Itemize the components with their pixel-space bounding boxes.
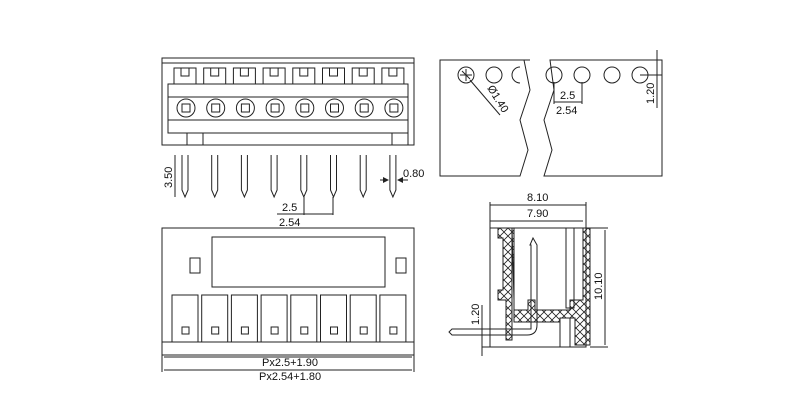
screw-hole — [384, 98, 404, 118]
screw-icon — [211, 103, 221, 113]
screw-hole — [265, 98, 285, 118]
pcb-hole — [511, 66, 521, 84]
front-view: 3.50 0.80 2.5 2.54 — [161, 57, 424, 229]
slot-contact — [359, 326, 368, 335]
slot-contact — [389, 326, 398, 335]
slot-contact — [181, 326, 190, 335]
slot — [201, 294, 229, 342]
screw-icon — [181, 103, 191, 113]
pcb-hole — [457, 66, 475, 84]
pcb-pitch-a-label: 2.5 — [560, 90, 575, 102]
screw-icon — [300, 103, 310, 113]
height-label: 10.10 — [593, 272, 605, 300]
screw-hole — [354, 98, 374, 118]
side-view: 8.10 7.90 10.10 1.20 — [448, 192, 608, 356]
slot — [320, 294, 347, 342]
screw-hole — [295, 98, 315, 118]
slot — [171, 294, 199, 342]
pin — [359, 155, 367, 199]
edge-offset-label: 1.20 — [645, 83, 657, 104]
pcb-layout-view: Ø1.40 2.5 2.54 1.20 — [439, 50, 663, 177]
slot — [230, 294, 258, 342]
pitch-b-label: 2.54 — [279, 217, 300, 229]
slot-contact — [240, 326, 249, 335]
latch — [381, 67, 405, 84]
latch — [262, 67, 286, 84]
width-inner-label: 7.90 — [527, 208, 548, 220]
latch — [351, 67, 375, 84]
pcb-hole — [545, 66, 563, 84]
slot — [349, 294, 377, 342]
pin — [330, 155, 337, 199]
screw-icon — [240, 103, 250, 113]
pin — [389, 155, 397, 199]
slot-contact — [330, 326, 338, 335]
pin — [181, 155, 189, 199]
pin-width-label: 0.80 — [403, 168, 424, 180]
pcb-hole — [485, 66, 503, 84]
screw-icon — [389, 103, 399, 113]
latch — [292, 67, 316, 84]
pitch-a-label: 2.5 — [282, 202, 297, 214]
hole-diameter-label: Ø1.40 — [484, 83, 510, 115]
pin — [240, 155, 248, 199]
slot — [260, 294, 288, 342]
screw-icon — [330, 103, 339, 113]
pin — [211, 155, 219, 199]
slot-contact — [211, 326, 220, 335]
slot-contact — [270, 326, 279, 335]
length-b-label: Px2.54+1.80 — [259, 371, 321, 383]
pcb-hole — [573, 66, 591, 84]
screw-icon — [359, 103, 369, 113]
slot — [290, 294, 318, 342]
screw-hole — [235, 98, 255, 118]
latch — [203, 67, 227, 84]
pin — [270, 155, 278, 199]
screw-hole — [176, 98, 196, 118]
pcb-hole — [603, 66, 621, 84]
screw-icon — [270, 103, 280, 113]
screw-hole — [206, 98, 226, 118]
screw-hole — [325, 98, 344, 118]
length-a-label: Px2.5+1.90 — [262, 357, 318, 369]
latch — [173, 67, 197, 84]
latch — [322, 67, 345, 84]
pin-length-label: 3.50 — [163, 167, 175, 188]
width-outer-label: 8.10 — [527, 192, 548, 204]
slot-contact — [300, 326, 309, 335]
pin-offset-label: 1.20 — [470, 304, 482, 325]
pcb-pitch-b-label: 2.54 — [556, 105, 577, 117]
bottom-view: Px2.5+1.90 Px2.54+1.80 — [161, 227, 415, 383]
latch — [232, 67, 256, 84]
slot — [379, 294, 407, 342]
pin — [300, 155, 308, 199]
